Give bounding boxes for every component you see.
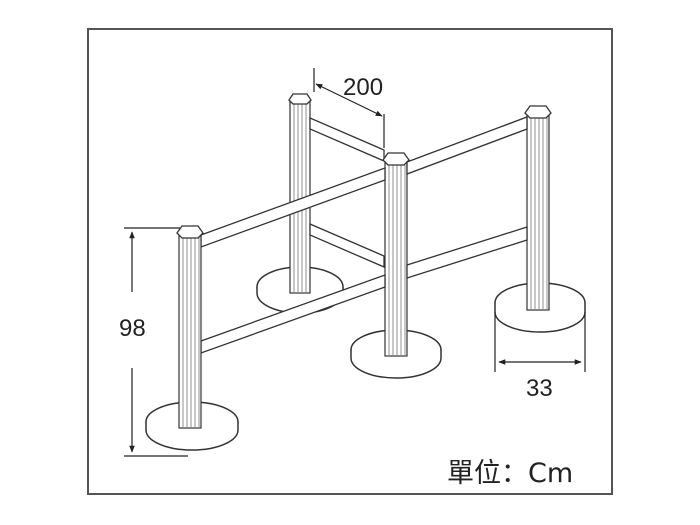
- rail-middle-to-back-right: [406, 116, 528, 279]
- dimension-label-base: 33: [526, 375, 553, 402]
- stanchion-post-middle: [350, 152, 442, 379]
- stanchion-post-back-left: [256, 93, 344, 314]
- dimension-base-diameter: 33: [494, 312, 586, 402]
- dimension-label-spacing: 200: [343, 74, 383, 101]
- unit-label: 單位：Cm: [447, 458, 573, 489]
- dimension-label-height: 98: [119, 315, 146, 342]
- dimension-post-spacing: 200: [313, 68, 385, 148]
- stanchion-post-front-left: [145, 225, 239, 451]
- stanchion-post-back-right: [494, 105, 586, 333]
- dimension-height: 98: [119, 227, 188, 457]
- rail-back-left-to-middle: [309, 117, 385, 268]
